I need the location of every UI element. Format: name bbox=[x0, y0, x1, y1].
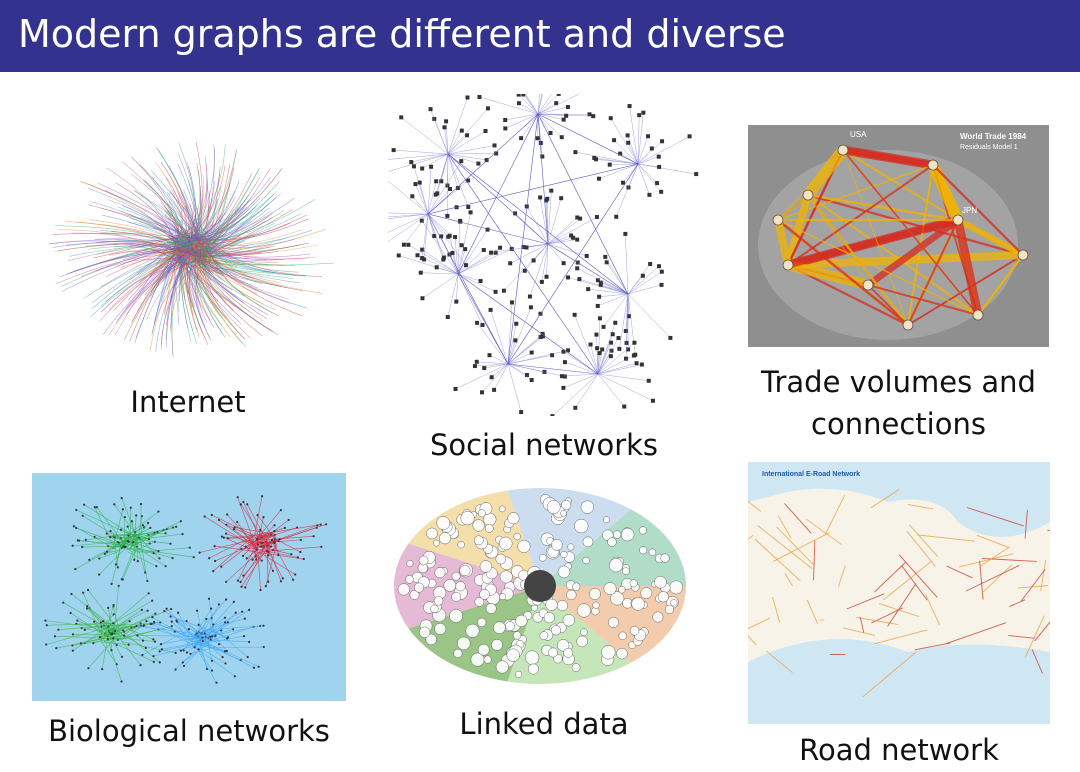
trade-caption-line2: connections bbox=[811, 407, 986, 441]
internet-caption: Internet bbox=[130, 385, 246, 419]
social-network-graph-image bbox=[388, 94, 704, 416]
road-caption: Road network bbox=[799, 733, 999, 767]
internet-graph-image bbox=[32, 138, 350, 374]
linked-data-image bbox=[390, 486, 696, 694]
road-network-map-image: International E-Road Network bbox=[748, 462, 1050, 724]
social-caption: Social networks bbox=[429, 428, 659, 462]
linked-caption: Linked data bbox=[459, 707, 629, 741]
slide-title: Modern graphs are different and diverse bbox=[18, 12, 786, 56]
svg-text:International E-Road Network: International E-Road Network bbox=[762, 471, 860, 478]
biological-caption: Biological networks bbox=[48, 714, 330, 748]
biological-network-image bbox=[32, 473, 346, 701]
svg-text:Residuals Model 1: Residuals Model 1 bbox=[960, 144, 1018, 151]
svg-text:World Trade 1984: World Trade 1984 bbox=[960, 132, 1027, 141]
svg-text:USA: USA bbox=[850, 130, 867, 139]
svg-text:JPN: JPN bbox=[962, 206, 977, 215]
title-bar: Modern graphs are different and diverse bbox=[0, 0, 1080, 72]
trade-caption-line1: Trade volumes and bbox=[761, 365, 1036, 399]
